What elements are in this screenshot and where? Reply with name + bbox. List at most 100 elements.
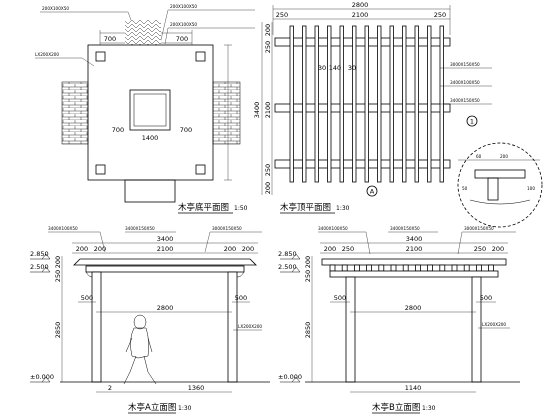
elev-b-note-right: 3000X150X50: [464, 226, 494, 231]
elev-a-seg-3: 2100: [157, 245, 174, 253]
elev-b-title: 木亭B立面图: [372, 402, 420, 413]
top-plan: 2800 250 2100 250 3400 200 250 2100 250 …: [253, 1, 492, 197]
top-left-seg-3: 2100: [264, 102, 272, 119]
purlin: [377, 25, 382, 183]
elev-a-left-seg: 500: [81, 294, 93, 302]
elev-a-scale: 1:30: [178, 405, 192, 412]
elev-a-note-right: 3000X150X50: [212, 226, 242, 231]
top-left-total: 3400: [253, 102, 261, 119]
elev-b-post-note: LX200X200: [482, 322, 506, 327]
base-plan-scale: 1:50: [234, 205, 248, 212]
purlin-end: [329, 264, 336, 272]
elev-a-seg-4: 200: [224, 245, 236, 253]
view-marker-icon: [366, 185, 378, 197]
elev-a-h-2: 250: [54, 270, 62, 282]
elev-a-bottom-mid: 1360: [188, 384, 205, 392]
view-marker-label: A: [370, 188, 375, 196]
purlin-end: [427, 264, 434, 272]
purlin-end: [378, 264, 385, 272]
elev-a-h-1: 200: [54, 256, 62, 268]
elev-b-seg-1: 200: [324, 245, 336, 253]
top-inner-1: 30: [318, 64, 326, 72]
elev-a-title: 木亭A立面图: [128, 402, 176, 413]
elev-b-note-left: 3400X100X50: [318, 226, 348, 231]
purlin-end: [390, 264, 397, 272]
base-side-dim-3: 700: [180, 126, 192, 134]
elev-a-bottom-side: 2: [108, 384, 112, 392]
detail-dim-1: 60: [476, 154, 482, 159]
elev-b-seg-3: 2100: [406, 245, 423, 253]
elev-b-level-mid: 2.500: [278, 263, 297, 271]
base-side-dim-1: 700: [112, 126, 124, 134]
purlin-end: [488, 264, 495, 272]
top-note-1: 3000X150X50: [450, 62, 480, 67]
elev-a-total: 3400: [157, 235, 174, 243]
purlin-end: [402, 264, 409, 272]
base-note-1: 200X100X50: [42, 6, 69, 11]
purlin: [314, 25, 319, 183]
purlin: [302, 25, 307, 183]
top-seg-1: 250: [276, 11, 288, 19]
elev-a-h-3: 2850: [54, 322, 62, 339]
elev-a-seg-2: 200: [94, 245, 106, 253]
elev-a-span: 2800: [157, 304, 174, 312]
base-note-3: 200X100X50: [170, 22, 197, 27]
base-note-4: LX200X200: [35, 52, 59, 57]
elev-a-seg-1: 200: [76, 245, 88, 253]
elevation-a: 3400X100X50 3400X150X50 3000X150X50 3400…: [30, 226, 270, 393]
elev-b-level-base: ±0.000: [278, 373, 302, 381]
top-note-2: 3400X100X50: [450, 80, 480, 85]
elev-a-post-note: LX200X200: [238, 324, 262, 329]
base-side-dim-2: 1400: [142, 134, 159, 142]
top-plan-scale: 1:30: [336, 205, 350, 212]
elev-b-bottom-mid: 1140: [405, 384, 422, 392]
human-figure-icon: [123, 314, 157, 385]
purlin-end: [341, 264, 348, 272]
elev-b-note-mid: 3400X150X50: [390, 226, 420, 231]
elev-a-note-left: 3400X100X50: [48, 226, 78, 231]
purlin: [427, 25, 432, 183]
purlin-end: [451, 264, 458, 272]
base-top-seg-3: 700: [176, 35, 188, 43]
purlin-end: [366, 264, 373, 272]
base-plan-title: 木亭底平面图: [178, 202, 229, 213]
elev-b-right-seg: 500: [480, 294, 492, 302]
elev-b-h-3: 2850: [304, 322, 312, 339]
top-left-seg-1: 200: [264, 24, 272, 36]
top-left-seg-2: 250: [264, 41, 272, 53]
purlin-end: [353, 264, 360, 272]
top-inner-3: 30: [348, 64, 356, 72]
top-seg-2: 2100: [352, 11, 369, 19]
top-inner-2: 140: [329, 64, 341, 72]
detail-dim-2: 200: [500, 154, 508, 159]
purlin: [364, 25, 369, 183]
detail-circle: 60 200 50 100: [457, 142, 543, 228]
purlin: [414, 25, 419, 183]
base-plan: 200X100X50 200X100X50 200X100X50 2800 70…: [35, 4, 255, 203]
purlin-end: [414, 264, 421, 272]
purlin: [389, 25, 394, 183]
elev-a-level-base: ±0.000: [30, 373, 54, 381]
elev-b-h-2: 250: [304, 270, 312, 282]
detail-dim-4: 100: [527, 186, 535, 191]
purlin: [339, 25, 344, 183]
elev-b-left-seg: 500: [334, 294, 346, 302]
purlin: [327, 25, 332, 183]
elev-b-h-1: 200: [304, 256, 312, 268]
top-plan-title: 木亭顶平面图: [280, 202, 331, 213]
section-marker-icon: [466, 115, 478, 127]
base-note-2: 200X100X50: [170, 4, 197, 9]
elev-b-scale: 1:30: [422, 405, 436, 412]
base-top-seg-1: 700: [104, 35, 116, 43]
top-seg-3: 250: [434, 11, 446, 19]
elev-b-seg-4: 250: [474, 245, 486, 253]
elev-b-level-top: 2.850: [278, 250, 297, 258]
elev-b-seg-5: 200: [492, 245, 504, 253]
elev-b-span: 2800: [405, 304, 422, 312]
elev-a-level-top: 2.850: [30, 250, 49, 258]
purlin-end: [463, 264, 470, 272]
top-total-dim: 2800: [352, 1, 369, 9]
purlin-end: [439, 264, 446, 272]
purlin: [289, 25, 294, 183]
